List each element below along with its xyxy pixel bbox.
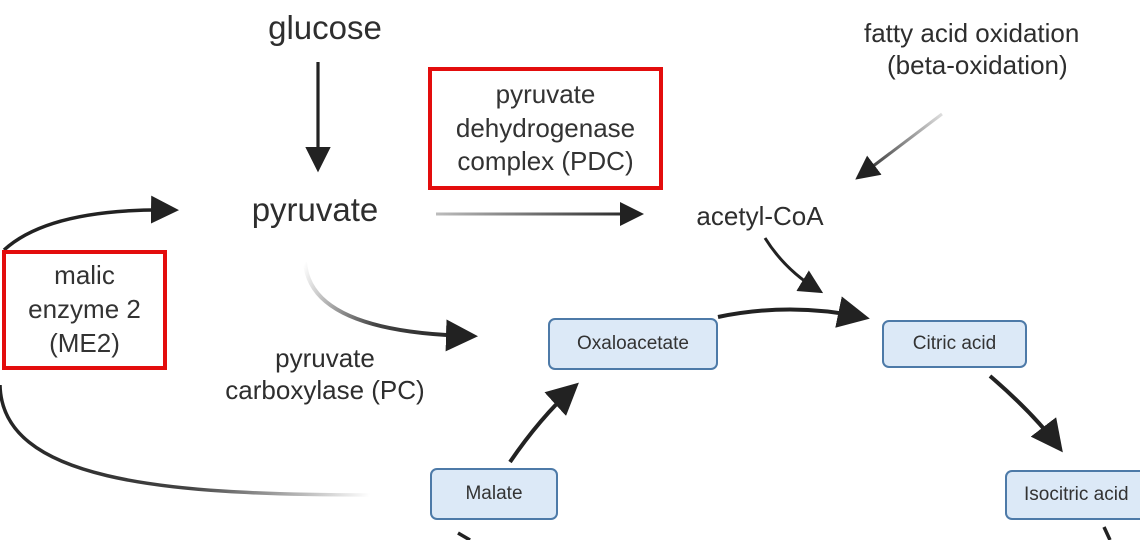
arrow-fumarate-to-malate-partial <box>457 531 471 540</box>
fatty-acid-line2: (beta-oxidation) <box>887 49 1068 80</box>
pdc-highlight-box: pyruvate dehydrogenase complex (PDC) <box>428 67 663 190</box>
me2-line2: enzyme 2 <box>28 294 141 325</box>
me2-line3: (ME2) <box>49 327 120 358</box>
malate-node: Malate <box>430 468 558 520</box>
pyruvate-carboxylase-line1: pyruvate <box>275 343 375 373</box>
pyruvate-carboxylase-label: pyruvate carboxylase (PC) <box>200 343 450 406</box>
me2-line1: malic <box>54 260 115 291</box>
arrow-malate-to-oxaloacetate <box>508 382 579 464</box>
pdc-enzyme-label: pyruvate dehydrogenase complex (PDC) <box>456 78 635 179</box>
arrow-pyruvate-carboxylase <box>303 261 478 352</box>
arrow-malic-enzyme-return <box>0 384 371 497</box>
arrow-isocitric-continue-partial <box>1102 526 1112 540</box>
acetyl-coa-label: acetyl-CoA <box>696 201 824 231</box>
me2-highlight-box: malic enzyme 2 (ME2) <box>2 250 167 370</box>
citric-acid-node: Citric acid <box>882 320 1027 368</box>
pyruvate-carboxylase-line2: carboxylase (PC) <box>225 374 425 405</box>
oxaloacetate-node: Oxaloacetate <box>548 318 718 370</box>
arrow-malic-enzyme-to-pyruvate <box>2 195 179 252</box>
pdc-line3: complex (PDC) <box>457 146 634 177</box>
arrow-citric-acid-to-isocitric-acid <box>988 374 1063 453</box>
me2-enzyme-label: malic enzyme 2 (ME2) <box>28 259 141 360</box>
pdc-line2: dehydrogenase <box>455 112 636 143</box>
glucose-label: glucose <box>268 9 382 46</box>
arrow-oxaloacetate-to-citric-acid <box>717 296 870 328</box>
arrow-fatty-acid-to-acetyl-coa <box>855 112 943 180</box>
isocitric-acid-node: Isocitric acid <box>1005 470 1140 520</box>
pyruvate-label: pyruvate <box>251 191 379 228</box>
fatty-acid-line1: fatty acid oxidation <box>864 18 1080 48</box>
fatty-acid-oxidation-label: fatty acid oxidation (beta-oxidation) <box>864 18 1140 81</box>
arrow-acetyl-coa-to-citric-acid <box>763 237 824 294</box>
pdc-line1: pyruvate <box>495 78 596 109</box>
